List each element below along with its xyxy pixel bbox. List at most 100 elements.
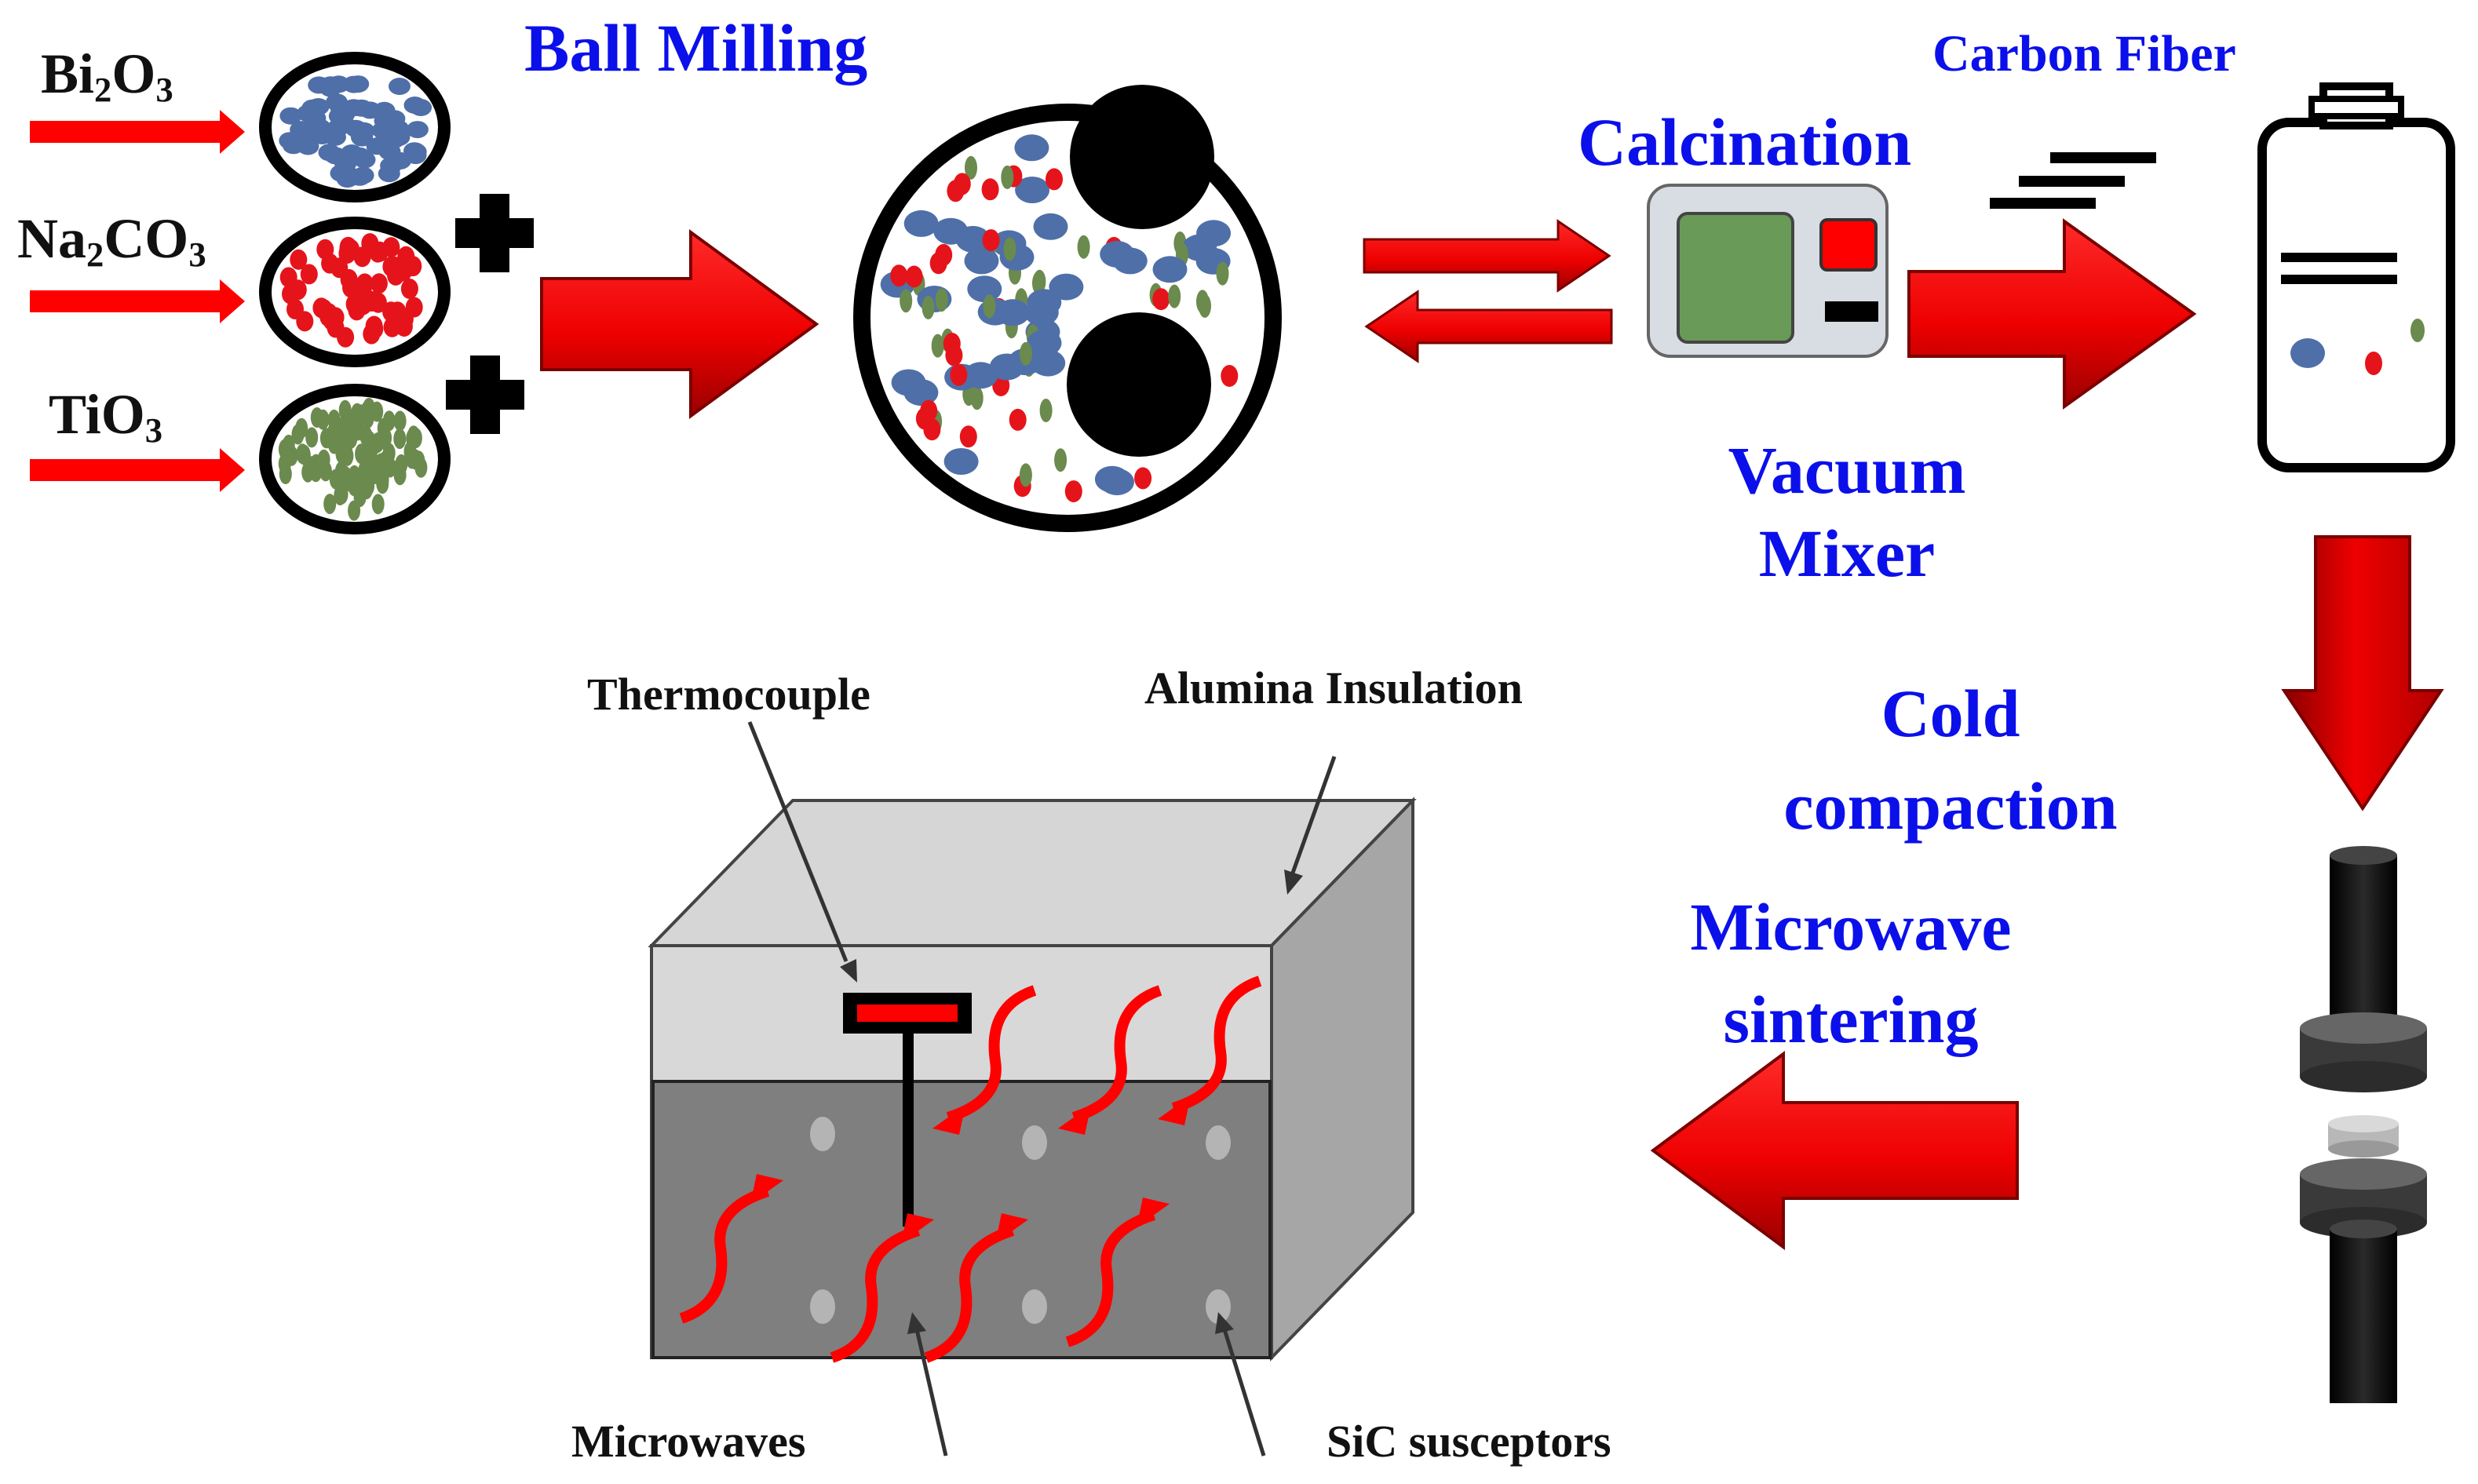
step-label-compaction: compaction <box>1783 768 2118 844</box>
particle <box>393 428 407 450</box>
particle <box>943 448 979 475</box>
particle <box>330 257 349 279</box>
particle <box>1152 256 1188 283</box>
reagent-label-na2co3: Na2CO3 <box>17 207 206 275</box>
microwave-arrow-up <box>830 1225 921 1363</box>
particle <box>323 494 337 515</box>
microwave-arrow-down <box>1071 985 1162 1123</box>
particle <box>382 256 400 277</box>
label-microwaves: Microwaves <box>571 1416 806 1467</box>
reagent-arrows <box>30 110 245 492</box>
arrow-to-cold-compaction <box>2281 535 2444 811</box>
pointer-lines <box>747 721 1337 1457</box>
particle <box>921 295 935 319</box>
microwave-arrow-down <box>1171 975 1262 1114</box>
particle <box>1100 469 1134 496</box>
microwave-arrow-up <box>679 1186 770 1324</box>
step-label-ball-milling: Ball Milling <box>524 10 868 86</box>
label-sic-susceptors: SiC susceptors <box>1327 1416 1611 1467</box>
particle <box>301 461 315 483</box>
particle <box>379 428 392 448</box>
particle <box>354 294 372 315</box>
particle <box>1054 448 1067 472</box>
particle <box>350 99 373 117</box>
particle <box>305 427 319 448</box>
particle <box>279 464 292 484</box>
particle <box>397 246 415 267</box>
particle <box>1020 341 1032 366</box>
particle <box>409 428 422 449</box>
step-label-mixer: Mixer <box>1758 516 1936 591</box>
particle <box>297 444 311 465</box>
microwave-arrow-up <box>1065 1209 1156 1347</box>
particle <box>345 119 367 137</box>
particle <box>346 471 359 491</box>
ball-mill-jar <box>853 85 1282 532</box>
particle <box>376 473 389 494</box>
particle <box>1182 234 1217 261</box>
milling-ball <box>1067 312 1211 457</box>
particle <box>324 128 346 146</box>
particle <box>905 265 923 288</box>
label-alumina-insulation: Alumina Insulation <box>1144 662 1523 713</box>
particle <box>328 108 351 125</box>
particle <box>290 249 308 270</box>
particle <box>1046 168 1063 191</box>
reagent-dish-na2co3 <box>259 217 451 367</box>
particle <box>297 123 320 140</box>
particle <box>1152 288 1170 311</box>
particle <box>353 246 371 268</box>
particle <box>935 243 953 266</box>
particle <box>406 121 429 139</box>
particle <box>382 301 400 323</box>
step-label-microwave: Microwave <box>1690 889 2012 964</box>
particle <box>1049 273 1084 301</box>
particle <box>1064 480 1082 503</box>
particle <box>931 334 944 358</box>
particle <box>959 425 977 448</box>
particle <box>316 409 330 430</box>
microwave-arrow-up-head <box>901 1213 934 1243</box>
microwave-arrow-down-head <box>932 1105 965 1135</box>
particle <box>327 75 350 93</box>
microwave-arrow-up <box>924 1225 1015 1363</box>
particle <box>1014 134 1049 162</box>
particle <box>366 137 389 155</box>
sic-susceptor <box>810 1117 1231 1324</box>
carbon-fiber-icon <box>1990 152 2156 209</box>
microwave-arrow-up-head <box>1137 1198 1170 1227</box>
particle <box>286 299 304 319</box>
particle <box>1100 240 1135 268</box>
reagent-label-bi2o3: Bi2O3 <box>41 42 173 110</box>
particle <box>359 425 373 447</box>
particle <box>965 155 977 180</box>
particle <box>964 247 999 275</box>
step-label-cold: Cold <box>1881 676 2020 751</box>
microwave-arrows <box>679 975 1262 1363</box>
particle <box>414 457 428 478</box>
particle <box>382 237 400 258</box>
particle <box>1033 213 1068 240</box>
particle <box>279 267 297 288</box>
particle <box>319 428 333 449</box>
particle <box>339 236 357 257</box>
particle <box>369 242 387 263</box>
particle <box>363 397 375 418</box>
particle <box>300 264 318 285</box>
particle <box>900 289 913 313</box>
plus-icon <box>455 194 534 272</box>
particle <box>903 210 939 237</box>
particle <box>1003 237 1016 261</box>
particle <box>335 483 349 505</box>
particle <box>291 424 305 445</box>
particle <box>362 476 375 497</box>
particle <box>405 297 423 318</box>
particle <box>349 147 371 165</box>
step-label-vacuum: Vacuum <box>1728 432 1966 508</box>
particle <box>355 443 368 465</box>
particle <box>379 450 392 471</box>
calcination-furnace <box>1647 184 1889 358</box>
microwave-furnace <box>648 797 1417 1363</box>
particle <box>891 369 926 396</box>
